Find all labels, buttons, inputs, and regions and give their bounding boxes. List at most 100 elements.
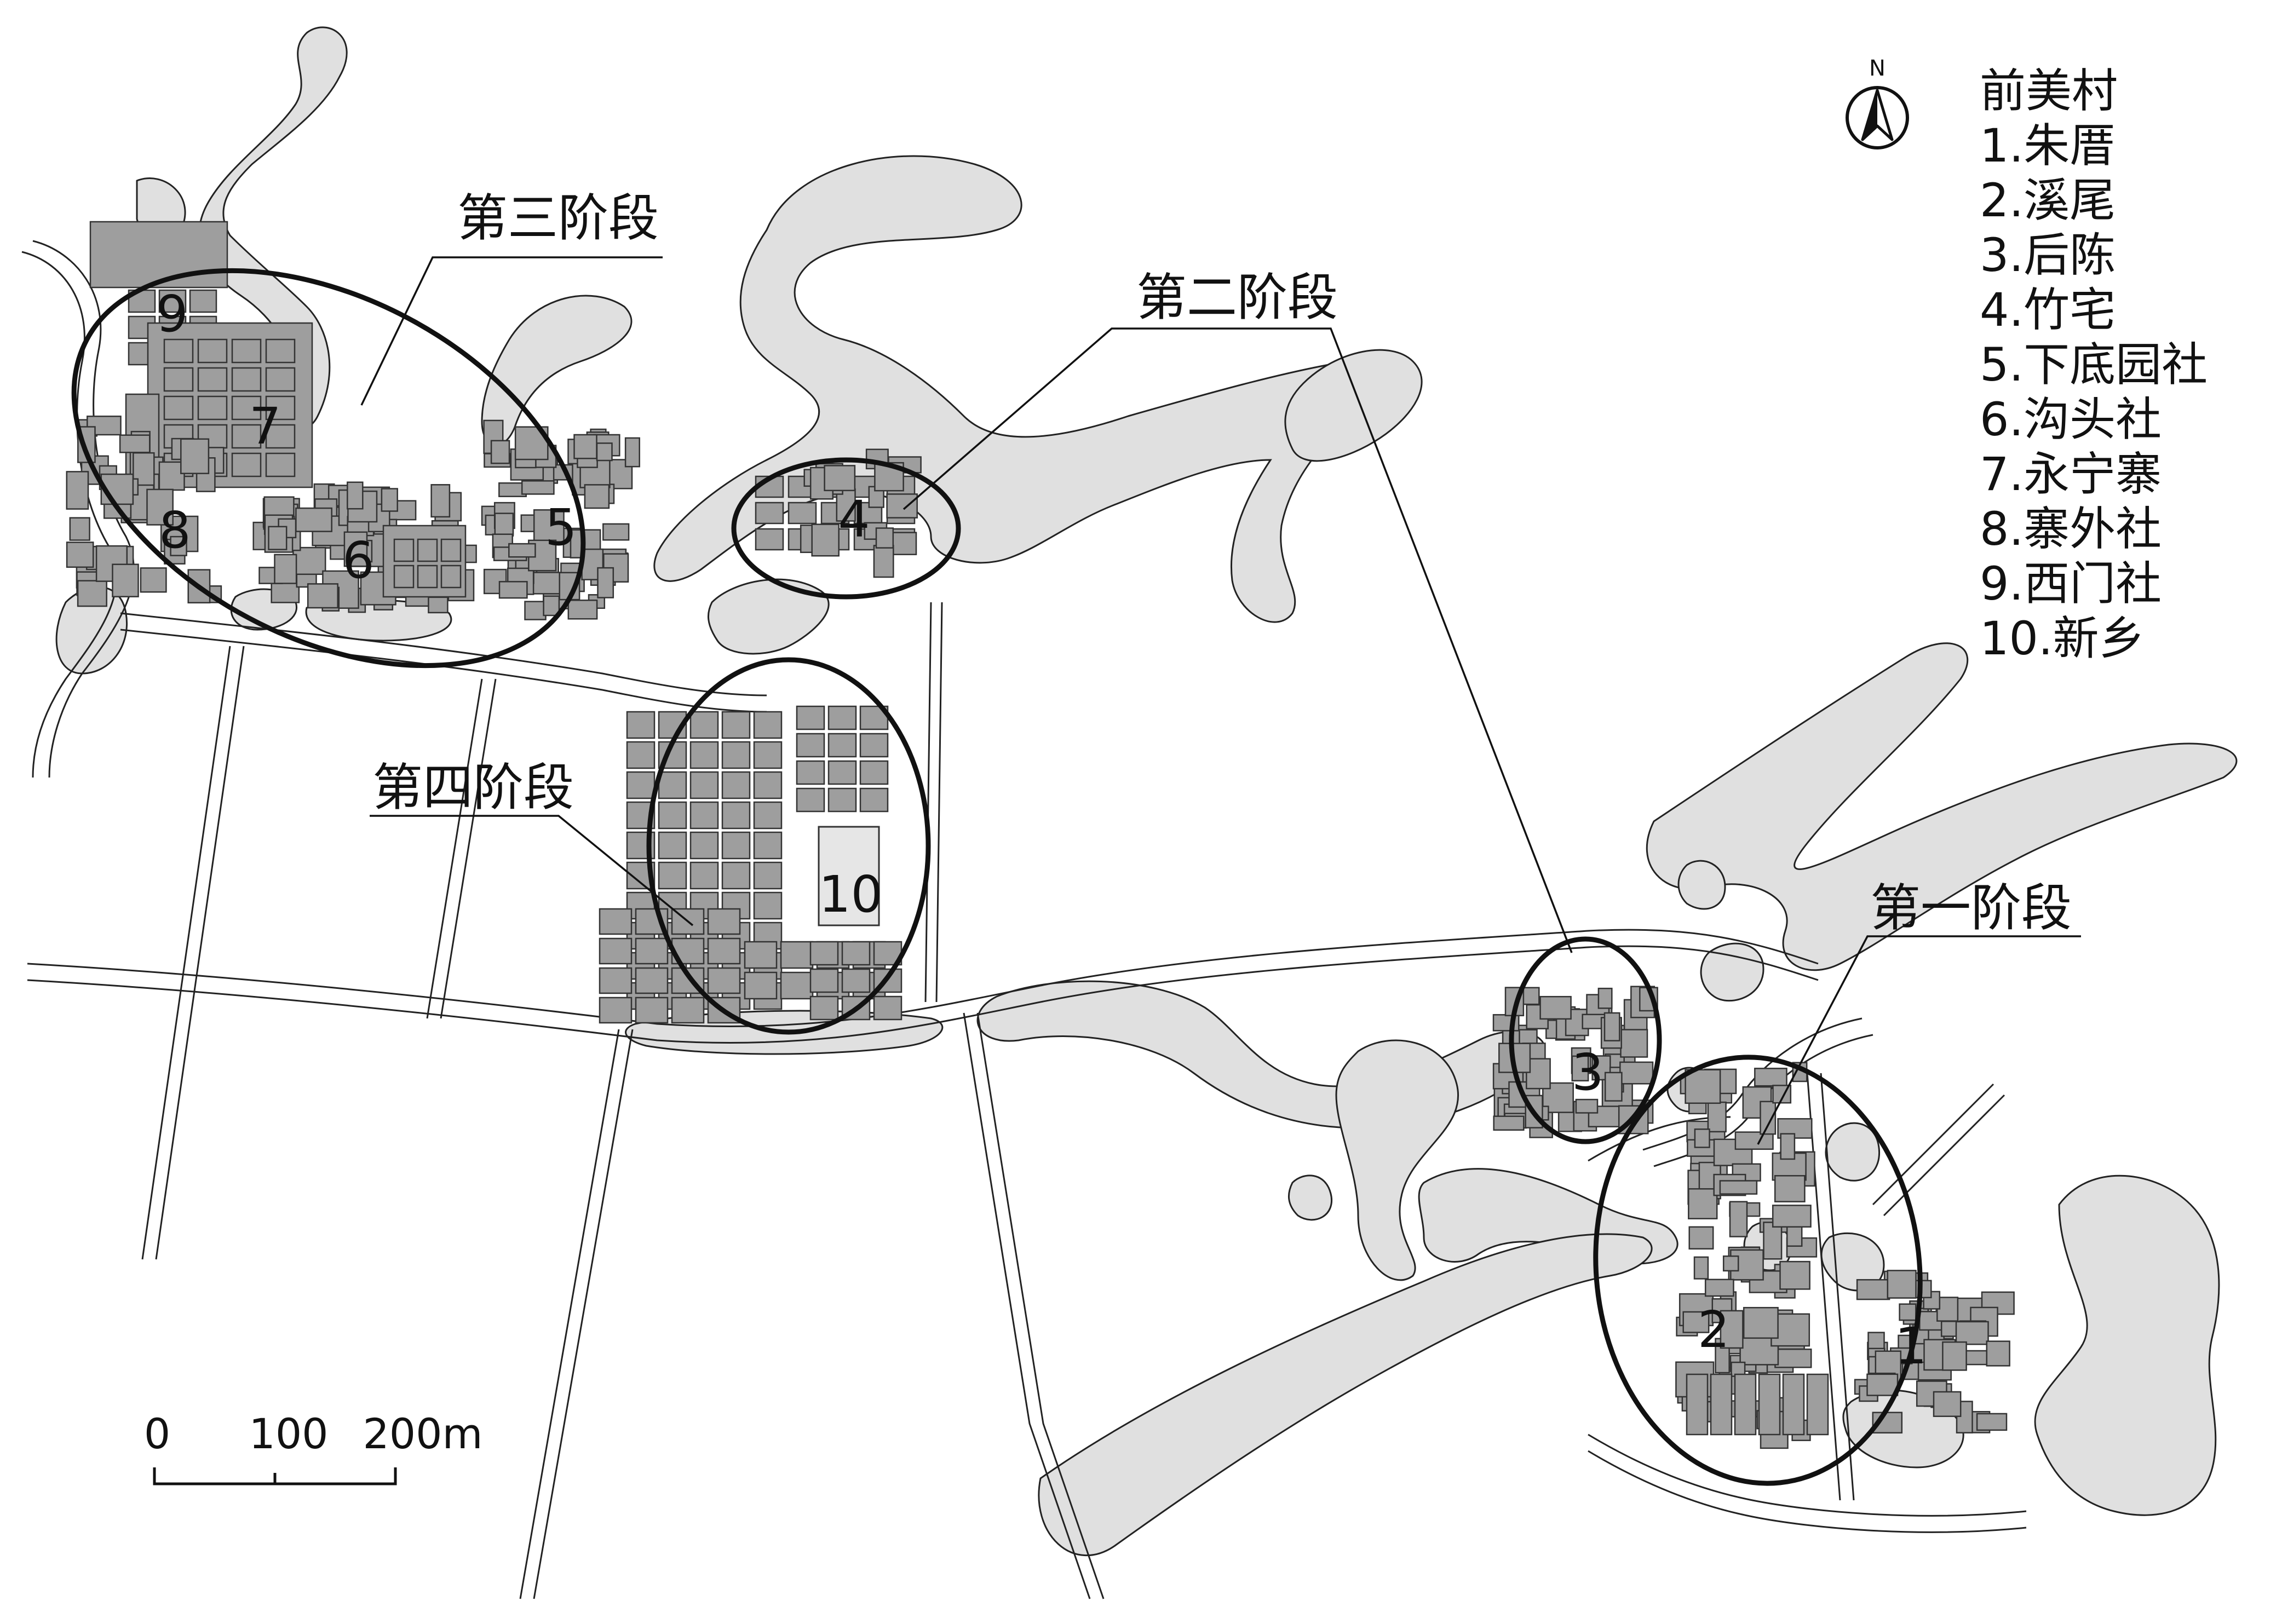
building-5 — [624, 437, 640, 468]
building-5 — [490, 440, 510, 464]
water-pond-east-small-2 — [1700, 942, 1764, 1002]
building-6 — [268, 526, 288, 550]
building-2-row — [1686, 1373, 1709, 1436]
building-10-south — [841, 968, 871, 993]
building-2 — [1780, 1133, 1796, 1160]
building-1 — [1867, 1332, 1885, 1350]
building-3 — [1493, 1115, 1525, 1131]
stage-1-label: 第一阶段 — [1870, 879, 2072, 937]
legend-item-9: 9.西门社 — [1980, 557, 2162, 611]
cluster-number-9: 9 — [156, 285, 188, 343]
water-stream-far-east — [2034, 1174, 2220, 1516]
building-2 — [1743, 1306, 1779, 1339]
building-10-south — [780, 941, 814, 969]
stage-2b-boundary — [1509, 936, 1662, 1144]
building-10-south — [599, 908, 633, 935]
water-bodies — [55, 26, 2238, 1557]
building-7 — [265, 395, 296, 421]
water-stream-south-bend — [1335, 1039, 1459, 1281]
road-field-1a — [141, 646, 231, 1260]
building-10 — [626, 711, 656, 739]
cluster-number-4: 4 — [838, 490, 870, 549]
leader-stage-2-to-4 — [903, 327, 1128, 510]
building-6 — [292, 546, 326, 575]
building-2 — [1694, 1128, 1710, 1148]
building-10 — [753, 741, 783, 769]
road-northwest-horizontal-2 — [120, 629, 767, 713]
building-10 — [658, 771, 687, 799]
building-2 — [1720, 1310, 1744, 1349]
building-4 — [886, 493, 918, 519]
building-7 — [231, 338, 262, 364]
building-10-east — [796, 733, 825, 758]
stage-4-boundary — [646, 657, 931, 1035]
building-7 — [197, 395, 228, 421]
building-8 — [119, 434, 151, 453]
building-10 — [721, 801, 751, 830]
building-5 — [567, 600, 598, 620]
building-5 — [596, 442, 613, 462]
cluster-number-3: 3 — [1572, 1043, 1604, 1102]
building-3 — [1597, 987, 1613, 1009]
building-9 — [189, 289, 217, 313]
building-6-court — [417, 538, 438, 562]
building-7 — [265, 452, 296, 477]
road-field-4b — [935, 602, 943, 1003]
stage-2-label: 第二阶段 — [1136, 268, 1338, 327]
building-6 — [430, 484, 451, 518]
road-east-ne-1 — [1872, 1083, 1994, 1206]
building-7 — [163, 367, 194, 392]
building-5 — [584, 484, 610, 509]
stage-labels: 第三阶段 第二阶段 第四阶段 第一阶段 — [372, 189, 2072, 937]
building-2 — [1774, 1175, 1806, 1202]
building-6 — [307, 583, 338, 609]
building-5 — [524, 601, 547, 620]
building-3 — [1620, 1029, 1648, 1058]
legend-item-2: 2.溪尾 — [1980, 174, 2116, 227]
building-10-south — [599, 967, 633, 994]
building-1 — [1942, 1341, 1967, 1371]
building-2 — [1760, 1101, 1777, 1135]
road-east-vertical-2 — [1820, 1073, 1855, 1501]
building-2 — [1729, 1201, 1748, 1237]
building-10-east — [827, 787, 857, 813]
water-pond-east-small-1 — [1677, 860, 1726, 910]
building-6-court — [440, 565, 462, 589]
building-2 — [1774, 1348, 1812, 1368]
stage-4-label: 第四阶段 — [372, 758, 574, 817]
legend-item-5: 5.下底园社 — [1980, 338, 2208, 391]
cluster-number-6: 6 — [342, 531, 375, 590]
building-7 — [197, 338, 228, 364]
cluster-numbers: 1 2 3 4 5 6 7 8 9 10 — [156, 285, 1927, 1375]
building-10-south — [599, 937, 633, 965]
water-stream-central — [653, 155, 1389, 623]
building-6-court — [417, 565, 438, 589]
water-stream-southwest — [976, 980, 1546, 1129]
building-10-south — [744, 971, 778, 1000]
building-1 — [1887, 1270, 1917, 1299]
cluster-number-7: 7 — [249, 397, 281, 456]
building-5 — [508, 543, 536, 558]
building-7 — [265, 338, 296, 364]
water-pond-central-east — [1284, 349, 1423, 462]
building-4 — [755, 528, 784, 551]
building-2-row — [1758, 1373, 1781, 1436]
building-10-south — [671, 997, 705, 1024]
building-5 — [530, 572, 562, 595]
cluster-number-8: 8 — [159, 501, 191, 560]
road-field-2a — [426, 678, 483, 1019]
building-6 — [295, 507, 332, 532]
north-arrow: N — [1846, 56, 1909, 149]
building-2-row — [1782, 1373, 1805, 1436]
road-field-5b — [976, 1012, 1105, 1599]
road-field-5a — [963, 1012, 1091, 1599]
building-6 — [381, 488, 398, 512]
building-8 — [112, 563, 139, 597]
building-4 — [824, 465, 856, 492]
road-south-loop-1 — [1588, 1433, 2027, 1517]
building-5 — [573, 434, 597, 459]
building-2 — [1704, 1279, 1734, 1297]
building-6 — [347, 481, 364, 510]
road-field-1b — [155, 646, 245, 1260]
